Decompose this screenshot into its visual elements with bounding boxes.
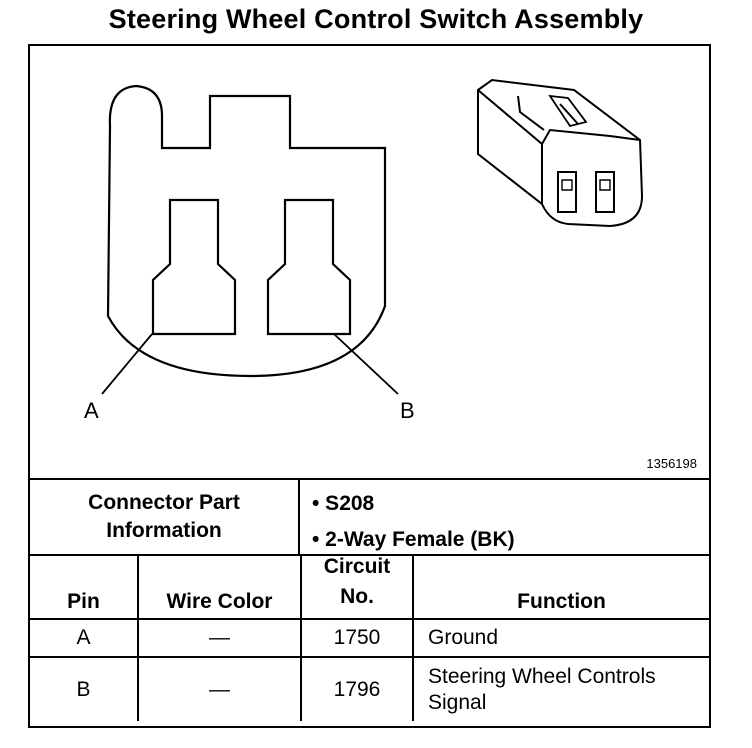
connector-info-row: Connector Part Information • S208 • 2-Wa… — [30, 478, 709, 556]
connector-detail-item: • S208 — [312, 492, 375, 515]
cell-function-line1: Ground — [428, 626, 499, 649]
header-function: Function — [412, 554, 709, 620]
connector-info-label: Connector Part Information — [30, 480, 300, 554]
cell-function: Steering Wheel Controls Signal — [412, 656, 709, 721]
connector-isometric-view — [477, 78, 644, 228]
cell-circuit: 1750 — [300, 618, 414, 658]
page-title: Steering Wheel Control Switch Assembly — [108, 4, 644, 34]
cell-function-line1: Steering Wheel Controls — [428, 664, 656, 688]
cavity-b — [266, 198, 352, 336]
cell-circuit: 1796 — [300, 656, 414, 721]
cell-pin: B — [30, 656, 139, 721]
connector-info-label-line1: Connector Part — [88, 491, 240, 514]
connector-detail-item: • 2-Way Female (BK) — [312, 528, 515, 551]
pin-label-a: A — [84, 398, 99, 423]
table-header-row: Pin Wire Color Circuit No. Function — [30, 554, 709, 620]
pin-label-b: B — [400, 398, 415, 423]
cell-wire-color: — — [137, 618, 302, 658]
header-circuit-no: Circuit No. — [300, 554, 414, 620]
pinout-table: Pin Wire Color Circuit No. Function A — … — [30, 554, 709, 721]
table-row: B — 1796 Steering Wheel Controls Signal — [30, 656, 709, 721]
table-row: A — 1750 Ground — [30, 618, 709, 658]
connector-face-outline — [106, 84, 387, 378]
cell-function: Ground — [412, 618, 709, 658]
leader-line-b — [333, 333, 399, 395]
cell-pin: A — [30, 618, 139, 658]
connector-info-label-line2: Information — [106, 519, 222, 542]
connector-frame: A B 1356198 Connector Part Information •… — [28, 44, 711, 728]
header-circuit-line2: No. — [340, 585, 374, 608]
figure-number: 1356198 — [646, 456, 697, 471]
header-wire-color: Wire Color — [137, 554, 302, 620]
header-circuit-line1: Circuit — [323, 555, 391, 578]
leader-line-a — [101, 333, 153, 395]
cell-wire-color: — — [137, 656, 302, 721]
cavity-a — [151, 198, 237, 336]
header-pin: Pin — [30, 554, 139, 620]
connector-diagram — [101, 78, 644, 395]
connector-info-details: • S208 • 2-Way Female (BK) — [312, 486, 515, 558]
cell-function-line2: Signal — [428, 690, 487, 714]
